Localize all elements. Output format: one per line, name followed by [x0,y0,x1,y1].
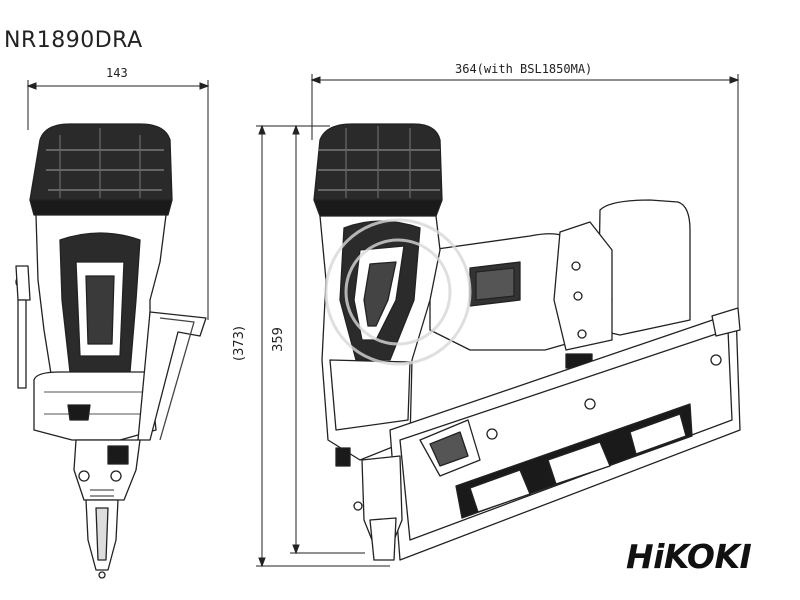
front-width-label: 143 [106,66,128,80]
side-length-label: 364(with BSL1850MA) [455,62,593,76]
front-view-drawing [15,123,207,579]
dimension-lines [26,74,740,568]
side-view-drawing [313,123,741,561]
model-name: NR1890DRA [4,28,143,53]
watermark-logo [324,218,472,366]
brand-logo: HiKOKI [626,537,752,576]
